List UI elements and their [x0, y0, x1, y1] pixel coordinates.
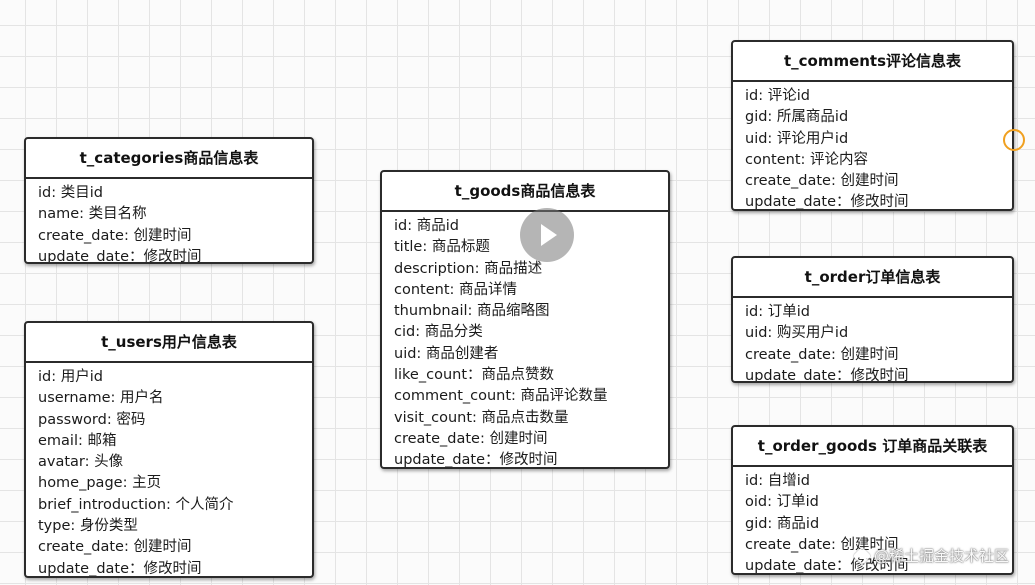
table-field: home_page: 主页: [38, 475, 162, 492]
table-field: create_date: 创建时间: [38, 539, 192, 556]
table-field: oid: 订单id: [745, 494, 819, 511]
table-field: id: 订单id: [745, 304, 810, 320]
t-goods-table[interactable]: t_goods商品信息表 id: 商品id title: 商品标题 descript…: [380, 170, 670, 469]
table-field: id: 自增id: [745, 473, 810, 489]
t-categories-fields: id: 类目id name: 类目名称 create_date: 创建时间 updat…: [26, 179, 312, 264]
table-field: update_date：修改时间: [745, 194, 909, 211]
table-field: cid: 商品分类: [394, 324, 483, 341]
table-field: uid: 商品创建者: [394, 345, 499, 362]
table-field: update_date：修改时间: [745, 367, 909, 383]
table-field: create_date: 创建时间: [745, 536, 899, 553]
table-field: update_date：修改时间: [394, 452, 558, 469]
table-field: avatar: 头像: [38, 454, 124, 471]
t-goods-fields: id: 商品id title: 商品标题 description: 商品描述 cont…: [382, 212, 668, 469]
table-field: visit_count: 商品点击数量: [394, 409, 569, 426]
table-field: gid: 商品id: [745, 515, 820, 532]
t-order-goods-title: t_order_goods 订单商品关联表: [733, 427, 1012, 467]
table-field: name: 类目名称: [38, 206, 147, 223]
t-categories-title: t_categories商品信息表: [26, 139, 312, 179]
t-comments-title: t_comments评论信息表: [733, 42, 1012, 82]
table-field: email: 邮箱: [38, 432, 117, 449]
table-field: gid: 所属商品id: [745, 109, 849, 126]
table-field: like_count：商品点赞数: [394, 367, 555, 384]
t-users-fields: id: 用户id username: 用户名 password: 密码 email: …: [26, 363, 312, 577]
t-categories-table[interactable]: t_categories商品信息表 id: 类目id name: 类目名称 crea…: [24, 137, 314, 264]
t-comments-fields: id: 评论id gid: 所属商品id uid: 评论用户id content: 评…: [733, 82, 1012, 211]
t-goods-title: t_goods商品信息表: [382, 172, 668, 212]
t-order-goods-table[interactable]: t_order_goods 订单商品关联表 id: 自增id oid: 订单id g…: [731, 425, 1014, 575]
table-field: description: 商品描述: [394, 260, 543, 277]
table-field: password: 密码: [38, 411, 146, 428]
t-comments-table[interactable]: t_comments评论信息表 id: 评论id gid: 所属商品id uid: …: [731, 40, 1014, 211]
t-order-fields: id: 订单id uid: 购买用户id create_date: 创建时间 upda…: [733, 298, 1012, 383]
table-field: create_date: 创建时间: [745, 173, 899, 190]
table-field: id: 用户id: [38, 369, 103, 385]
table-field: update_date：修改时间: [745, 558, 909, 575]
connector-handle-icon[interactable]: [1003, 129, 1025, 151]
table-field: thumbnail: 商品缩略图: [394, 303, 550, 320]
t-order-goods-fields: id: 自增id oid: 订单id gid: 商品id create_date: 创…: [733, 467, 1012, 575]
table-field: update_date：修改时间: [38, 560, 202, 577]
table-field: id: 类目id: [38, 185, 103, 201]
table-field: comment_count: 商品评论数量: [394, 388, 608, 405]
table-field: content: 商品详情: [394, 281, 518, 298]
table-field: id: 评论id: [745, 88, 810, 104]
watermark-text: @稀土掘金技术社区: [874, 547, 1010, 565]
t-order-title: t_order订单信息表: [733, 258, 1012, 298]
t-order-table[interactable]: t_order订单信息表 id: 订单id uid: 购买用户id create_d…: [731, 256, 1014, 383]
table-field: create_date: 创建时间: [394, 430, 548, 447]
table-field: create_date: 创建时间: [745, 346, 899, 363]
table-field: type: 身份类型: [38, 518, 138, 535]
table-field: uid: 购买用户id: [745, 325, 849, 342]
table-field: brief_introduction: 个人简介: [38, 496, 234, 513]
play-icon[interactable]: [520, 208, 574, 262]
table-field: uid: 评论用户id: [745, 130, 849, 147]
table-field: title: 商品标题: [394, 239, 490, 256]
table-field: content: 评论内容: [745, 151, 869, 168]
t-users-table[interactable]: t_users用户信息表 id: 用户id username: 用户名 passwo…: [24, 321, 314, 578]
table-field: id: 商品id: [394, 218, 459, 234]
table-field: username: 用户名: [38, 390, 164, 407]
table-field: create_date: 创建时间: [38, 227, 192, 244]
juejin-logo-icon: [852, 546, 872, 565]
t-users-title: t_users用户信息表: [26, 323, 312, 363]
table-field: update_date：修改时间: [38, 248, 202, 264]
watermark: @稀土掘金技术社区: [852, 545, 1010, 566]
